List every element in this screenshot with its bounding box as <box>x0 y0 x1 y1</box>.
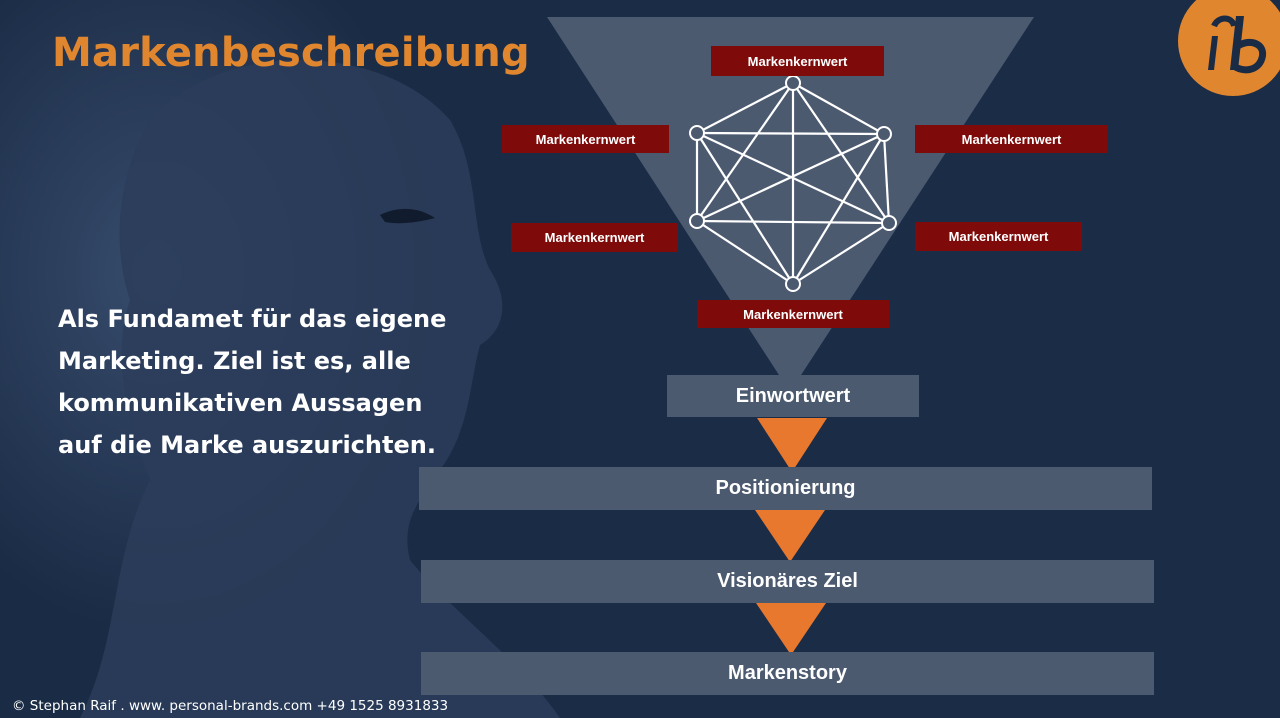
network-node <box>785 75 801 91</box>
funnel-triangle <box>547 17 1034 392</box>
arrow-down-icon <box>755 510 825 562</box>
network-node <box>876 126 892 142</box>
network-nodes <box>689 75 897 292</box>
core-value-network <box>695 82 891 285</box>
level-positioning: Positionierung <box>419 467 1152 510</box>
network-node <box>881 215 897 231</box>
subtitle-text: Als Fundamet für das eigene Marketing. Z… <box>58 305 447 459</box>
network-node <box>689 213 705 229</box>
personal-brands-logo-icon <box>1178 0 1280 96</box>
core-value-bottom: Markenkernwert <box>697 300 889 328</box>
arrow-down-icon <box>757 418 827 472</box>
page-title: Markenbeschreibung <box>52 30 530 76</box>
core-value-upper-left: Markenkernwert <box>502 125 669 153</box>
core-value-lower-left: Markenkernwert <box>511 223 678 252</box>
footer-copyright: © Stephan Raif . www. personal-brands.co… <box>12 698 449 714</box>
core-value-upper-right: Markenkernwert <box>915 125 1108 153</box>
level-one-word-value: Einwortwert <box>667 375 919 417</box>
core-value-top: Markenkernwert <box>711 46 884 76</box>
network-node <box>785 276 801 292</box>
level-brand-story: Markenstory <box>421 652 1154 695</box>
core-value-lower-right: Markenkernwert <box>915 222 1082 251</box>
level-visionary-goal: Visionäres Ziel <box>421 560 1154 603</box>
network-node <box>689 125 705 141</box>
arrow-down-icon <box>756 603 826 655</box>
